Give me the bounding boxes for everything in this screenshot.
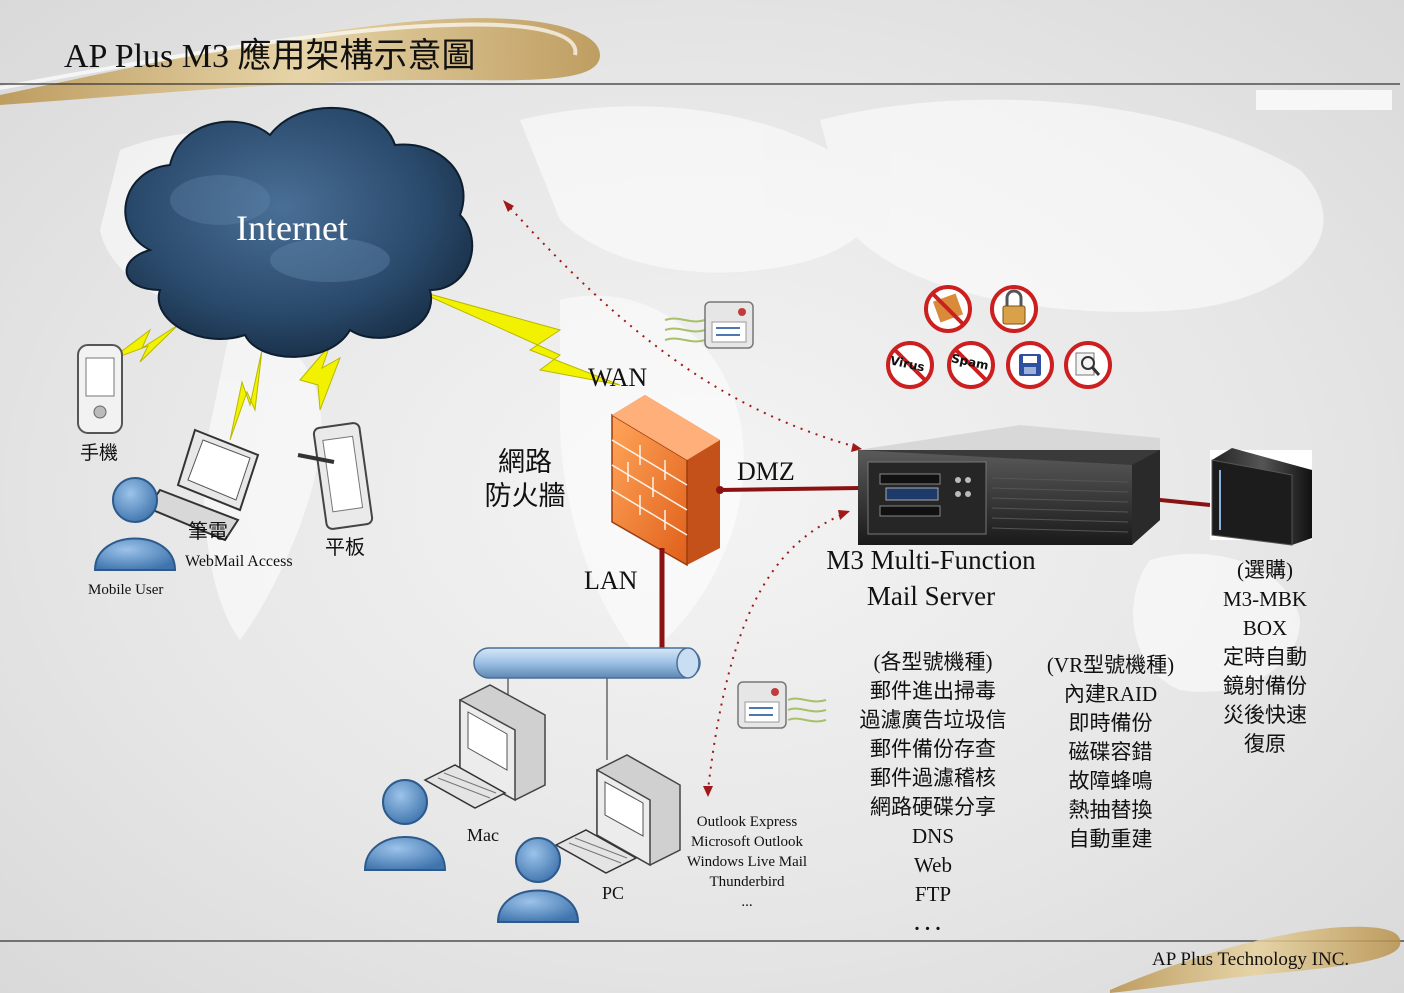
dmz-label: DMZ xyxy=(737,457,795,486)
list-item: M3-MBK xyxy=(1222,587,1307,611)
company-name: AP Plus Technology INC. xyxy=(1152,949,1350,970)
backup-box-icon xyxy=(1210,448,1312,546)
list-item: 內建RAID xyxy=(1063,682,1158,706)
list-item: 郵件進出掃毒 xyxy=(870,679,996,703)
list-item: (各型號機種) xyxy=(873,650,993,674)
list-item: (VR型號機種) xyxy=(1046,653,1175,677)
list-item: 鏡射備份 xyxy=(1223,674,1307,698)
list-item: ... xyxy=(741,894,753,910)
backup-box-list: (選購) M3-MBK BOX 定時自動 鏡射備份 災後快速 復原 xyxy=(1200,556,1330,759)
mail-flow-icon-bottom xyxy=(737,681,827,729)
mobile-user-label: Mobile User xyxy=(88,582,164,598)
no-virus-icon xyxy=(886,341,934,389)
mail-clients-list: Outlook Express Microsoft Outlook Window… xyxy=(672,812,822,912)
standard-features-list: (各型號機種) 郵件進出掃毒 過濾廣告垃圾信 郵件備份存查 郵件過濾稽核 網路硬… xyxy=(838,648,1028,938)
no-spam-icon xyxy=(947,341,995,389)
search-inspect-icon xyxy=(1064,341,1112,389)
tablet-label: 平板 xyxy=(325,537,365,559)
webmail-label: WebMail Access xyxy=(185,553,293,570)
lan-label: LAN xyxy=(584,566,638,595)
laptop-icon xyxy=(146,428,260,542)
phone-label: 手機 xyxy=(80,443,119,464)
list-item: 自動重建 xyxy=(1068,827,1153,851)
list-item: 磁碟容錯 xyxy=(1068,740,1153,764)
mobile-user-icon xyxy=(93,477,177,571)
pc-computer-icon xyxy=(554,754,681,874)
server-name-line2: Mail Server xyxy=(866,581,996,611)
mail-server-icon xyxy=(858,425,1160,545)
list-item: 即時備份 xyxy=(1068,711,1153,735)
lan-bus-icon xyxy=(473,647,701,679)
list-item: Thunderbird xyxy=(709,874,785,890)
internet-cloud-icon xyxy=(124,106,474,358)
list-item: ．．． xyxy=(912,911,954,935)
save-disk-icon xyxy=(1006,341,1054,389)
list-item: 熱抽替換 xyxy=(1068,798,1153,822)
no-phishing-icon xyxy=(924,285,972,333)
list-item: Microsoft Outlook xyxy=(690,834,804,850)
mac-label: Mac xyxy=(467,825,499,845)
firewall-label-line1: 網路 xyxy=(498,447,552,477)
wan-label: WAN xyxy=(588,363,648,392)
mac-user-icon xyxy=(363,779,447,871)
laptop-label: 筆電 xyxy=(188,521,228,543)
server-name: M3 Multi-Function Mail Server xyxy=(806,542,1056,614)
list-item: 故障蜂鳴 xyxy=(1068,769,1153,793)
pc-label: PC xyxy=(602,883,625,903)
phone-icon xyxy=(77,344,123,434)
vr-features-list: (VR型號機種) 內建RAID 即時備份 磁碟容錯 故障蜂鳴 熱抽替換 自動重建 xyxy=(1028,651,1193,854)
list-item: DNS xyxy=(911,824,954,848)
firewall-label-line2: 防火牆 xyxy=(484,481,566,511)
internet-label: Internet xyxy=(236,208,348,248)
pc-user-icon xyxy=(496,837,580,923)
list-item: BOX xyxy=(1242,616,1288,640)
list-item: Outlook Express xyxy=(696,814,798,830)
list-item: 定時自動 xyxy=(1223,645,1307,669)
tablet-icon xyxy=(297,422,374,530)
list-item: Web xyxy=(914,853,952,877)
firewall-icon xyxy=(611,395,720,567)
firewall-label: 網路 防火牆 xyxy=(470,445,580,513)
lock-icon xyxy=(990,285,1038,333)
page-title: AP Plus M3 應用架構示意圖 xyxy=(64,38,476,75)
list-item: 郵件備份存查 xyxy=(870,737,996,761)
list-item: FTP xyxy=(914,882,952,906)
mac-computer-icon xyxy=(423,684,546,809)
list-item: Windows Live Mail xyxy=(686,854,808,870)
mail-flow-icon-top xyxy=(664,301,754,349)
list-item: 災後快速 xyxy=(1223,703,1307,727)
list-item: 郵件過濾稽核 xyxy=(870,766,996,790)
list-item: 復原 xyxy=(1244,732,1286,756)
list-item: 過濾廣告垃圾信 xyxy=(859,708,1007,732)
list-item: 網路硬碟分享 xyxy=(870,795,996,819)
list-item: (選購) xyxy=(1237,558,1293,582)
server-name-line1: M3 Multi-Function xyxy=(826,545,1036,575)
